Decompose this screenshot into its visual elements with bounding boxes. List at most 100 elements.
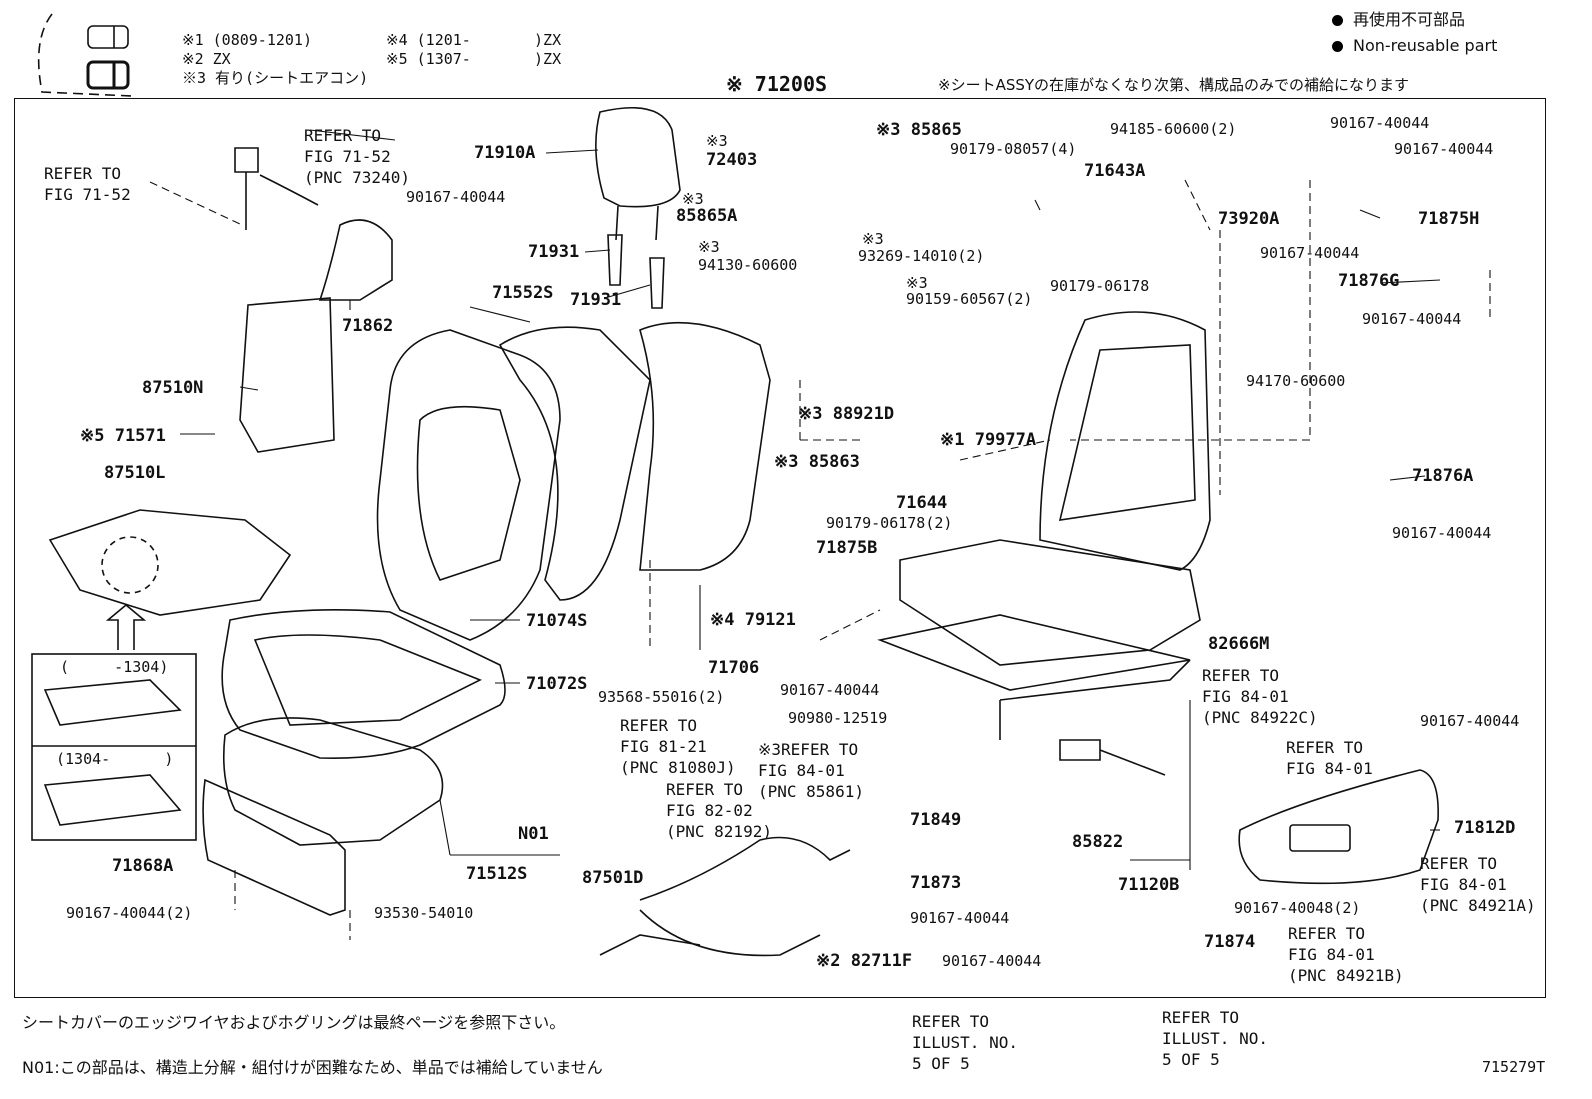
- part-label-note: ※3: [706, 132, 728, 150]
- part-label: 90179-08057(4): [950, 140, 1077, 158]
- main-assembly-label: ※ 71200S: [726, 72, 828, 96]
- part-label: 71874: [1204, 932, 1256, 952]
- part-label: 90167-40044: [910, 909, 1010, 927]
- part-label: 94185-60600(2): [1110, 120, 1237, 138]
- seat-frame-shape: [1039, 311, 1211, 571]
- part-label: ※3 88921D: [798, 404, 895, 424]
- part-label: ※5 71571: [80, 426, 166, 446]
- part-label: 71931: [528, 242, 580, 262]
- part-label: 90167-40044: [1330, 114, 1430, 132]
- part-label: N01: [518, 824, 549, 844]
- legend-non-reusable-jp: 再使用不可部品: [1332, 12, 1465, 28]
- part-label: 71812D: [1454, 818, 1516, 838]
- headrest-shape: [595, 106, 681, 208]
- part-label: 71512S: [466, 864, 528, 884]
- part-label: 90179-06178: [1050, 277, 1150, 295]
- supply-note: ※シートASSYの在庫がなくなり次第、構成品のみでの補給になります: [938, 76, 1410, 94]
- variant-note-4: ※4 (1201- )ZX: [386, 31, 562, 49]
- part-label-note: ※3: [698, 238, 720, 256]
- refer-note: REFER TO ILLUST. NO. 5 OF 5: [1162, 1008, 1268, 1069]
- diagram-frame: [14, 98, 1546, 998]
- part-label: 71120B: [1118, 875, 1180, 895]
- part-label: 71931: [570, 290, 622, 310]
- part-label: 71644: [896, 493, 948, 513]
- part-label: 73920A: [1218, 209, 1280, 229]
- refer-note: REFER TO FIG 84-01: [1286, 738, 1373, 778]
- seat-icon-1: [87, 25, 129, 49]
- part-label: 71875B: [816, 538, 878, 558]
- part-label: 90167-40044: [1394, 140, 1494, 158]
- refer-note: REFER TO ILLUST. NO. 5 OF 5: [912, 1012, 1018, 1073]
- part-label: 90167-40044: [1260, 244, 1360, 262]
- part-label: 90167-40044(2): [66, 904, 193, 922]
- part-label: 90167-40048(2): [1234, 899, 1361, 917]
- part-label: 93568-55016(2): [598, 688, 725, 706]
- footer-note-2: N01:この部品は、構造上分解・組付けが困難なため、単品では補給していません: [22, 1058, 603, 1077]
- side-cover-shape: [1238, 769, 1439, 885]
- part-label: 71875H: [1418, 209, 1480, 229]
- part-label: 71876A: [1412, 466, 1474, 486]
- seatback-cover-shape: [376, 329, 561, 641]
- part-label: ※3 85863: [774, 452, 860, 472]
- inset-label-top: ( -1304): [60, 658, 169, 676]
- part-label: 94170-60600: [1246, 372, 1346, 390]
- part-label: 71643A: [1084, 161, 1146, 181]
- part-label: 71074S: [526, 611, 588, 631]
- legend-non-reusable-en: Non-reusable part: [1332, 38, 1497, 54]
- bullet-icon: [1332, 15, 1343, 26]
- variant-note-1: ※1 (0809-1201): [182, 31, 312, 49]
- seatback-pad-shape: [498, 326, 651, 601]
- panel-87510N: [239, 297, 335, 453]
- part-label: 85822: [1072, 832, 1124, 852]
- part-label-note: ※3: [862, 230, 884, 248]
- inset-box: [31, 653, 197, 841]
- part-label: 82666M: [1208, 634, 1270, 654]
- refer-note: ※3REFER TO FIG 84-01 (PNC 85861): [758, 740, 864, 801]
- refer-note: REFER TO FIG 84-01 (PNC 84922C): [1202, 666, 1318, 727]
- refer-note: REFER TO FIG 84-01 (PNC 84921B): [1288, 924, 1404, 985]
- part-label: 87510N: [142, 378, 204, 398]
- part-label: 90167-40044: [942, 952, 1042, 970]
- figure-id: 715279T: [1482, 1058, 1546, 1076]
- part-label: ※1 79977A: [940, 430, 1037, 450]
- part-label: 90159-60567(2): [906, 290, 1033, 308]
- part-label: ※2 82711F: [816, 951, 913, 971]
- refer-note: REFER TO FIG 81-21 (PNC 81080J): [620, 716, 736, 777]
- part-label: 90980-12519: [788, 709, 888, 727]
- variant-note-3: ※3 有り(シートエアコン): [182, 69, 369, 87]
- part-label: 90167-40044: [406, 188, 506, 206]
- variant-note-5: ※5 (1307- )ZX: [386, 50, 562, 68]
- seat-icon-2: [86, 60, 130, 90]
- part-label: ※3 85865: [876, 120, 962, 140]
- part-label-note: ※3: [906, 274, 928, 292]
- part-label: 87501D: [582, 868, 644, 888]
- vehicle-icon-outline: [37, 13, 133, 97]
- part-label: 71552S: [492, 283, 554, 303]
- footer-note-1: シートカバーのエッジワイヤおよびホグリングは最終ページを参照下さい。: [22, 1013, 566, 1032]
- inset-label-bottom: (1304- ): [56, 750, 174, 768]
- part-label-note: ※3: [682, 190, 704, 208]
- part-label: 71910A: [474, 143, 536, 163]
- part-label: ※4 79121: [710, 610, 796, 630]
- part-label: 71849: [910, 810, 962, 830]
- part-label: 90167-40044: [1362, 310, 1462, 328]
- part-label: 71862: [342, 316, 394, 336]
- part-label: 90179-06178(2): [826, 514, 953, 532]
- seat-cushion-cover-shape: [221, 608, 506, 760]
- part-label: 71873: [910, 873, 962, 893]
- part-label: 93269-14010(2): [858, 247, 985, 265]
- part-label: 90167-40044: [1420, 712, 1520, 730]
- part-label: 90167-40044: [780, 681, 880, 699]
- part-label: 87510L: [104, 463, 166, 483]
- refer-note: REFER TO FIG 71-52: [44, 164, 131, 204]
- refer-note: REFER TO FIG 82-02 (PNC 82192): [666, 780, 772, 841]
- front-trim-shape: [202, 778, 346, 916]
- mat-87510L: [48, 509, 292, 616]
- part-label: 72403: [706, 150, 758, 170]
- part-label: 71868A: [112, 856, 174, 876]
- refer-note: REFER TO FIG 84-01 (PNC 84921A): [1420, 854, 1536, 915]
- bullet-icon: [1332, 41, 1343, 52]
- part-label: 71706: [708, 658, 760, 678]
- variant-note-2: ※2 ZX: [182, 50, 231, 68]
